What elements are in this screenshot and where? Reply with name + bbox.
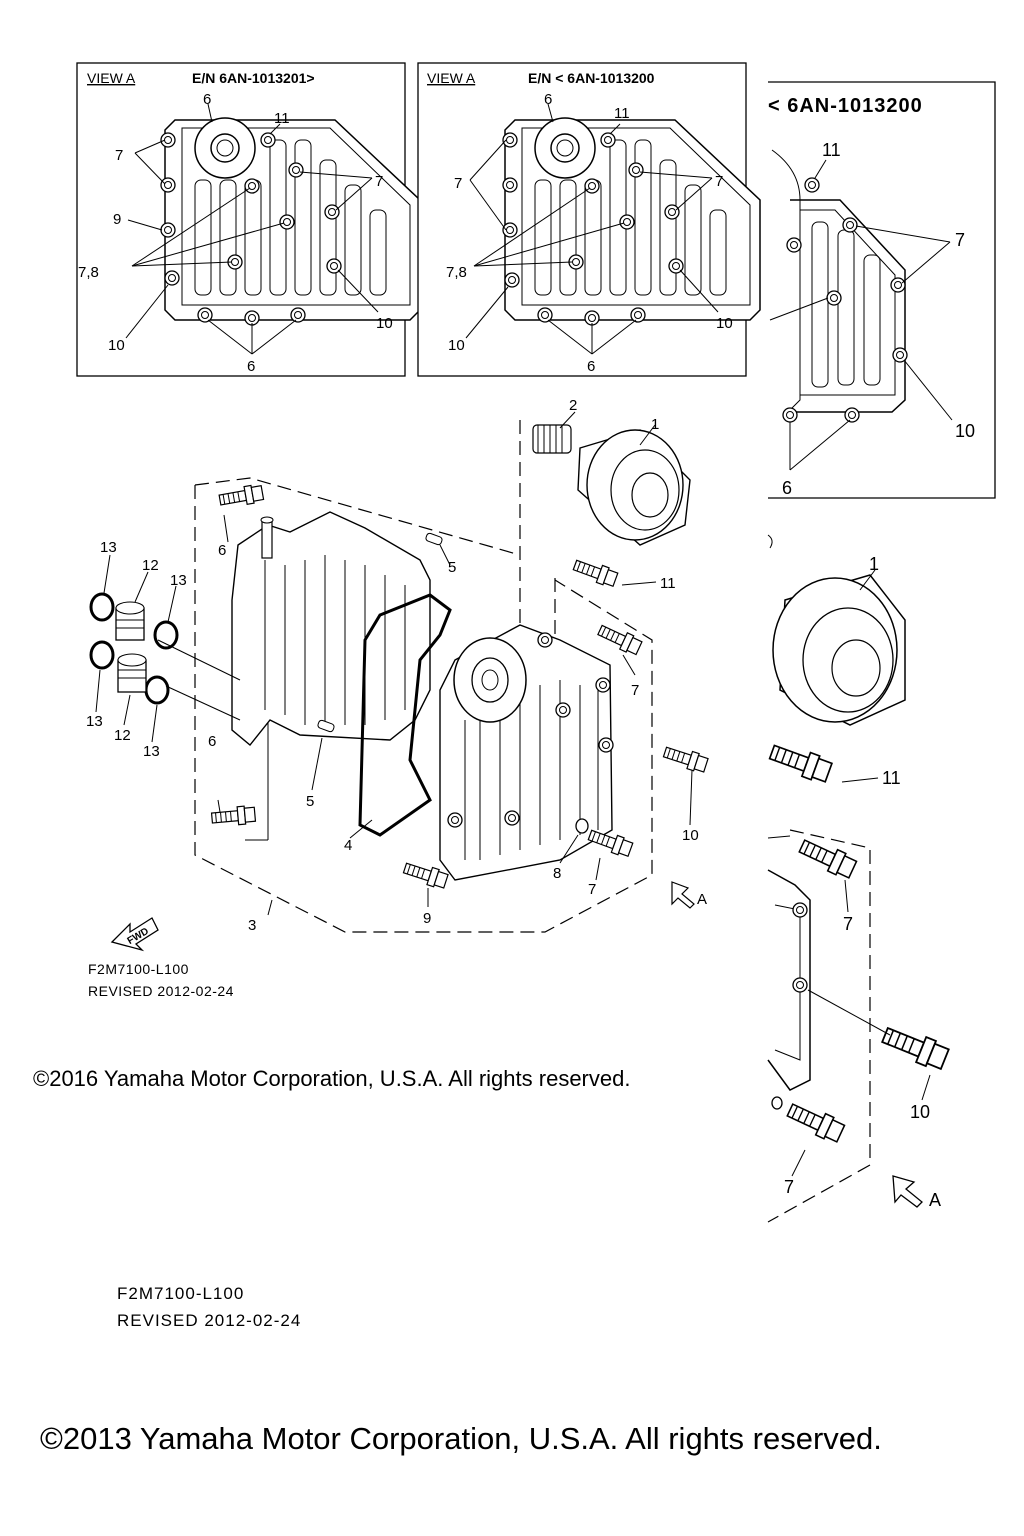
drawing-code-small: F2M7100-L100 [88,961,189,977]
callout-4: 4 [344,837,352,854]
copyright-notice-large: ©2013 Yamaha Motor Corporation, U.S.A. A… [40,1421,882,1456]
view-a-zoom-panel: < 6AN-1013200 11 7 10 6 [768,81,996,499]
revised-date-large: REVISED 2012-02-24 [117,1311,301,1330]
callout-11: 11 [882,768,901,788]
callout-11: 11 [822,140,841,160]
callout-11: 11 [614,105,630,122]
callout-7: 7 [715,173,723,190]
drawing-code-large: F2M7100-L100 [117,1284,244,1303]
callout-11: 11 [274,110,290,127]
callout-10: 10 [910,1102,930,1122]
callout-8: 8 [553,865,561,882]
engine-serial-label: E/N 6AN-1013201> [192,70,315,86]
callout-6: 6 [782,478,792,498]
callout-10: 10 [955,421,975,441]
callout-7: 7 [631,682,639,699]
callout-13: 13 [100,539,117,556]
callout-2: 2 [569,397,577,414]
view-a-panel-right: VIEW A E/N < 6AN-1013200 6 11 7 7 7,8 10 [417,62,761,377]
fwd-arrow-icon: FWD [110,917,159,952]
callout-7-8: 7,8 [78,264,99,281]
callout-7: 7 [843,914,853,934]
copyright-notice-small: ©2016 Yamaha Motor Corporation, U.S.A. A… [33,1066,630,1091]
callout-10: 10 [376,315,393,332]
callout-7-8: 7,8 [446,264,467,281]
engine-serial-label: E/N < 6AN-1013200 [528,70,655,86]
callout-13: 13 [170,572,187,589]
callout-9: 9 [113,211,121,228]
callout-3: 3 [248,917,256,934]
callout-7: 7 [454,175,462,192]
arrow-a-label: A [697,891,707,908]
callout-10: 10 [108,337,125,354]
arrow-a-label: A [929,1190,941,1210]
view-a-label: VIEW A [87,70,136,86]
view-a-label: VIEW A [427,70,476,86]
callout-1: 1 [651,416,659,433]
callout-6: 6 [203,91,211,108]
callout-10: 10 [682,827,699,844]
engine-serial-label: < 6AN-1013200 [768,95,923,117]
callout-6: 6 [587,358,595,375]
callout-6: 6 [544,91,552,108]
callout-6: 6 [247,358,255,375]
exploded-view-main: 2 1 [86,397,710,952]
callout-10: 10 [716,315,733,332]
callout-12: 12 [114,727,131,744]
callout-5: 5 [448,559,456,576]
callout-6: 6 [208,733,216,750]
callout-10: 10 [448,337,465,354]
callout-6: 6 [218,542,226,559]
callout-1: 1 [869,554,879,574]
callout-11: 11 [660,575,676,592]
callout-9: 9 [423,910,431,927]
callout-7: 7 [375,173,383,190]
callout-7: 7 [784,1177,794,1197]
callout-13: 13 [86,713,103,730]
callout-7: 7 [115,147,123,164]
callout-7: 7 [955,230,965,250]
callout-5: 5 [306,793,314,810]
view-a-panel-left: VIEW A E/N 6AN-1013201> 6 11 7 7 9 [76,62,421,377]
exploded-view-zoom: 1 11 7 10 7 A [766,534,951,1223]
callout-12: 12 [142,557,159,574]
callout-13: 13 [143,743,160,760]
revised-date-small: REVISED 2012-02-24 [88,983,234,999]
callout-7: 7 [588,881,596,898]
